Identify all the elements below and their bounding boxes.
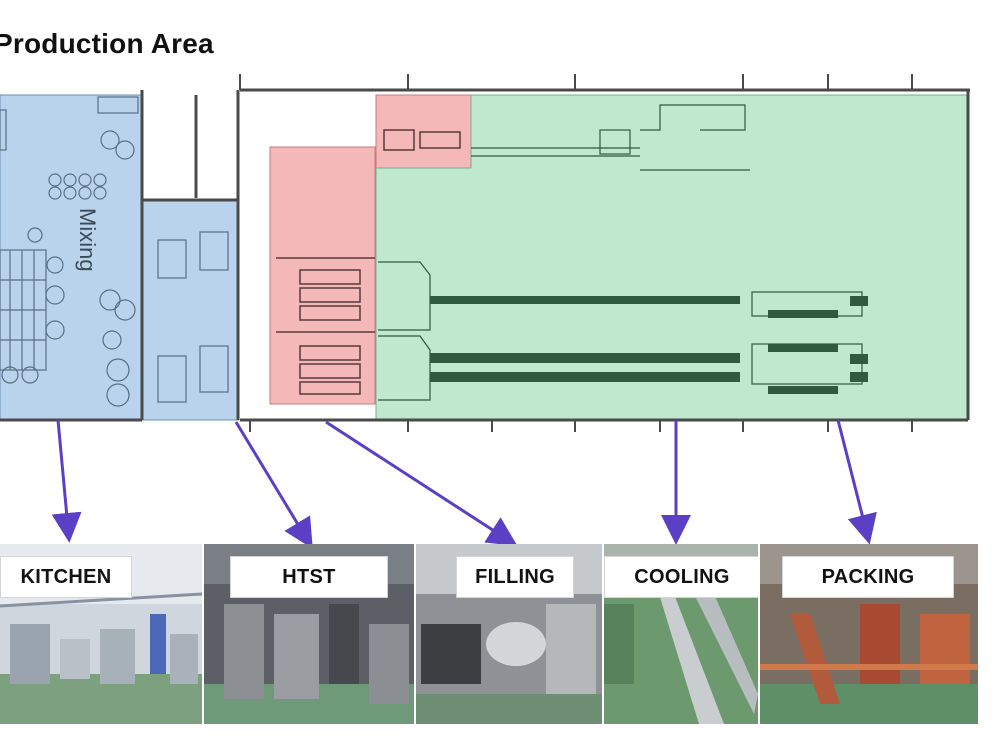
- arrow-kitchen: [51, 419, 82, 543]
- page-title: Production Area: [0, 28, 214, 59]
- cooling-conveyors: [430, 296, 868, 394]
- mixing-zone-label: Mixing: [75, 208, 100, 272]
- htst-equipment: [157, 231, 229, 403]
- htst-zone: [142, 199, 239, 421]
- station-label-htst: HTST: [230, 556, 388, 598]
- filling-zone: [269, 146, 376, 405]
- mixing-zone: [0, 94, 143, 421]
- column-ticks-top: [239, 74, 913, 90]
- arrow-packing: [836, 419, 877, 545]
- cooling-photo: COOLING: [604, 544, 758, 724]
- packing-photo: PACKING: [760, 544, 978, 724]
- filling-equipment: [276, 129, 461, 395]
- column-ticks-bottom: [249, 420, 913, 432]
- station-photos: KITCHEN HTST FILLING: [0, 544, 980, 724]
- station-arrows: [51, 419, 877, 545]
- kitchen-photo: KITCHEN: [0, 544, 202, 724]
- station-label-kitchen: KITCHEN: [0, 556, 132, 598]
- station-label-filling: FILLING: [456, 556, 574, 598]
- station-label-cooling: COOLING: [604, 556, 758, 598]
- htst-photo: HTST: [204, 544, 414, 724]
- arrow-filling: [325, 420, 518, 545]
- cooling-equipment: [378, 104, 863, 401]
- arrow-htst: [234, 421, 313, 545]
- mixing-equipment: [0, 96, 139, 407]
- station-label-packing: PACKING: [782, 556, 954, 598]
- walls: [0, 90, 970, 422]
- floor-plan: Mixing: [0, 74, 970, 545]
- filling-photo: FILLING: [416, 544, 602, 724]
